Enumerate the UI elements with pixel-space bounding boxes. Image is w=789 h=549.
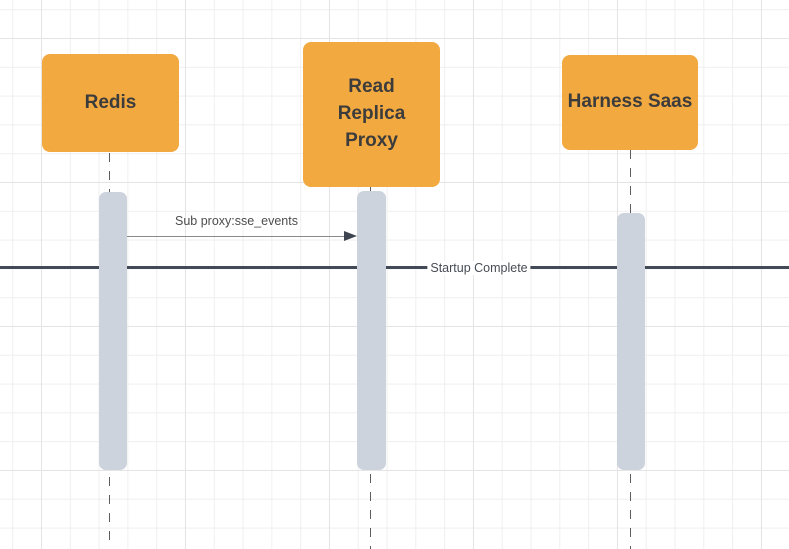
actor-box-harness-saas[interactable]: Harness Saas xyxy=(562,55,698,150)
message-arrow-line[interactable] xyxy=(127,236,346,237)
arrowhead-right-icon xyxy=(344,231,357,241)
actor-box-read-replica-proxy[interactable]: Read Replica Proxy xyxy=(303,42,440,187)
activation-bar-redis[interactable] xyxy=(99,192,127,470)
activation-bar-harness-saas[interactable] xyxy=(617,213,645,470)
actor-label-harness-saas: Harness Saas xyxy=(567,91,693,113)
activation-bar-read-replica-proxy[interactable] xyxy=(357,191,386,470)
actor-box-redis[interactable]: Redis xyxy=(42,54,179,152)
separator-label[interactable]: Startup Complete xyxy=(427,261,531,275)
startup-complete-separator-line[interactable] xyxy=(0,266,789,269)
actor-label-redis: Redis xyxy=(84,91,137,113)
message-label[interactable]: Sub proxy:sse_events xyxy=(175,214,298,228)
actor-label-read-replica-proxy: Read Replica Proxy xyxy=(337,76,406,151)
